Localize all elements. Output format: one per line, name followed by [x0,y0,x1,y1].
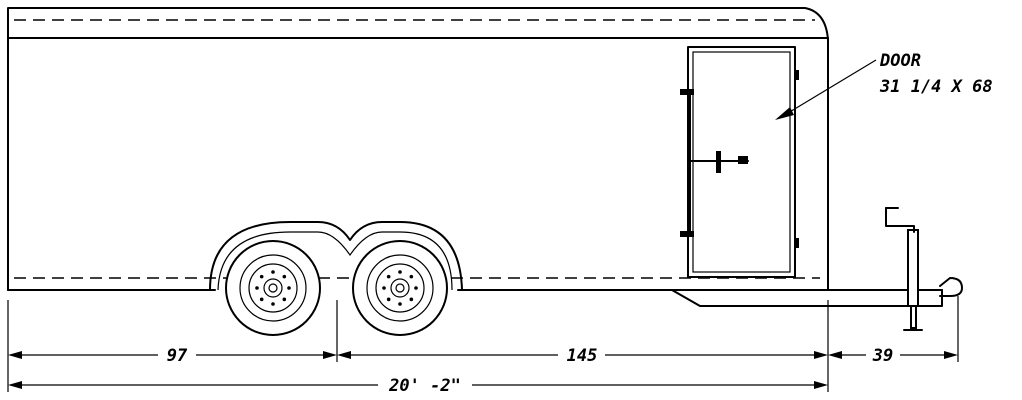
lug-nut [398,270,402,274]
lug-nut [282,274,287,279]
callout-size: 31 1/4 X 68 [879,77,993,97]
dim-tongue: 39 [872,346,893,366]
dimension-overall: 20' -2" [8,376,828,396]
lug-nut [259,274,264,279]
trailer-body [7,7,829,291]
lug-nut [271,302,275,306]
dim-axle-to-rear: 145 [567,346,598,366]
extension-lines [7,296,959,392]
lug-nut [382,286,386,290]
lug-nut [287,286,291,290]
callout-title: DOOR [879,51,921,71]
lug-nut [255,286,259,290]
lug-nut [386,297,391,302]
lug-nut [386,274,391,279]
door-callout: DOOR 31 1/4 X 68 [775,51,993,120]
fender [209,221,463,291]
tongue-and-jack [671,207,963,331]
wheel-front [225,240,321,336]
lug-nut [414,286,418,290]
lug-nut [259,297,264,302]
dimension-axle-to-rear: 145 [337,346,828,366]
dimension-front-to-axle: 97 [8,346,337,366]
side-door [680,46,799,278]
wheel-rear [352,240,448,336]
dimension-tongue: 39 [828,346,958,366]
lug-nut [398,302,402,306]
lug-nut [282,297,287,302]
lug-nut [271,270,275,274]
lug-nut [409,297,414,302]
dim-front-to-axle: 97 [167,346,188,366]
lug-nut [409,274,414,279]
dim-overall: 20' -2" [388,376,461,396]
